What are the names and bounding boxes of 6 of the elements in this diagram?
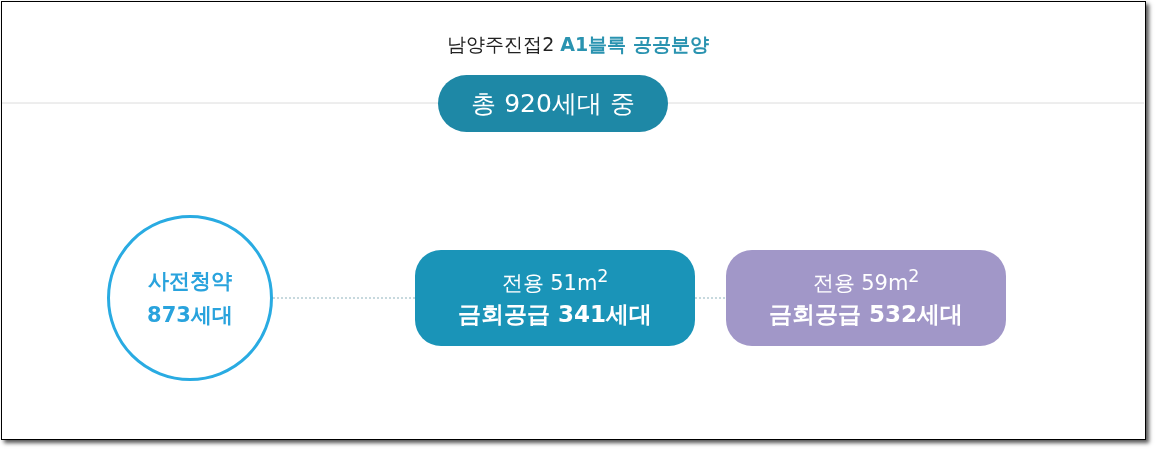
supply-box: 전용 51m$^{2}$ 금회공급 341세대: [415, 250, 695, 346]
connector-line: [272, 297, 416, 299]
supply-box: 전용 59m$^{2}$ 금회공급 532세대: [726, 250, 1006, 346]
total-pill: 총 920세대 중: [438, 75, 668, 132]
title: 남양주진접2 A1블록 공공분양: [446, 32, 710, 57]
connector-line: [694, 297, 727, 299]
